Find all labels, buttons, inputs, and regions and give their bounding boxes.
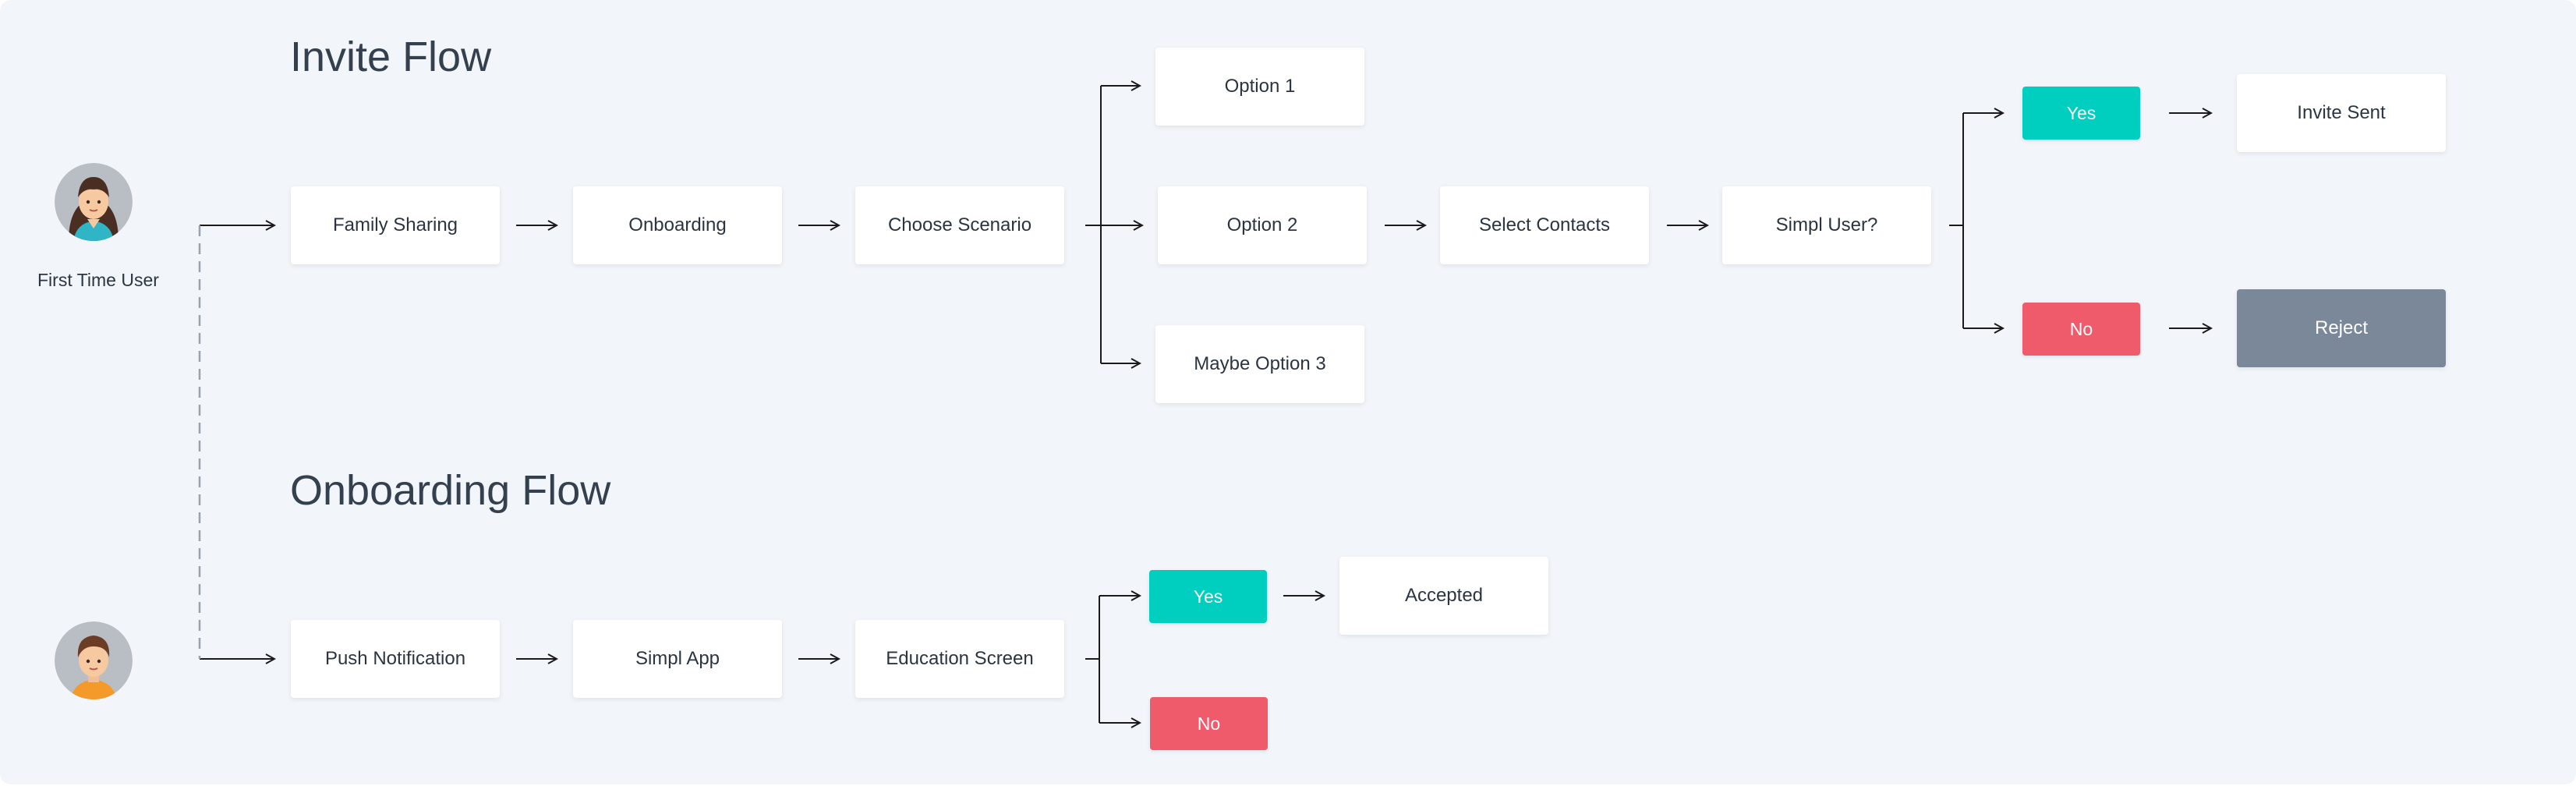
simpl-app-node: Simpl App <box>573 620 782 698</box>
invite-flow-title: Invite Flow <box>290 34 492 80</box>
education-screen-node: Education Screen <box>855 620 1064 698</box>
invite-no-node: No <box>2022 303 2140 356</box>
option-2-node: Option 2 <box>1158 186 1367 264</box>
invite-yes-node: Yes <box>2022 87 2140 140</box>
option-1-node: Option 1 <box>1155 48 1364 126</box>
first-time-user-label: First Time User <box>37 270 159 290</box>
branch-education-screen <box>1085 596 1100 723</box>
reject-node: Reject <box>2237 289 2446 367</box>
simpl-user-decision-node: Simpl User? <box>1722 186 1931 264</box>
accepted-node: Accepted <box>1339 557 1548 635</box>
branch-choose-scenario <box>1085 86 1102 363</box>
family-sharing-node: Family Sharing <box>291 186 500 264</box>
maybe-option-3-node: Maybe Option 3 <box>1155 325 1364 403</box>
branch-decision <box>1949 113 1964 328</box>
choose-scenario-node: Choose Scenario <box>855 186 1064 264</box>
onboarding-flow-title: Onboarding Flow <box>290 467 611 514</box>
invite-sent-node: Invite Sent <box>2237 74 2446 152</box>
male-user-avatar <box>55 621 133 699</box>
onboarding-node: Onboarding <box>573 186 782 264</box>
female-user-avatar <box>55 163 133 241</box>
onboarding-yes-node: Yes <box>1149 570 1267 623</box>
onboarding-no-node: No <box>1150 697 1268 750</box>
push-notification-node: Push Notification <box>291 620 500 698</box>
select-contacts-node: Select Contacts <box>1440 186 1649 264</box>
